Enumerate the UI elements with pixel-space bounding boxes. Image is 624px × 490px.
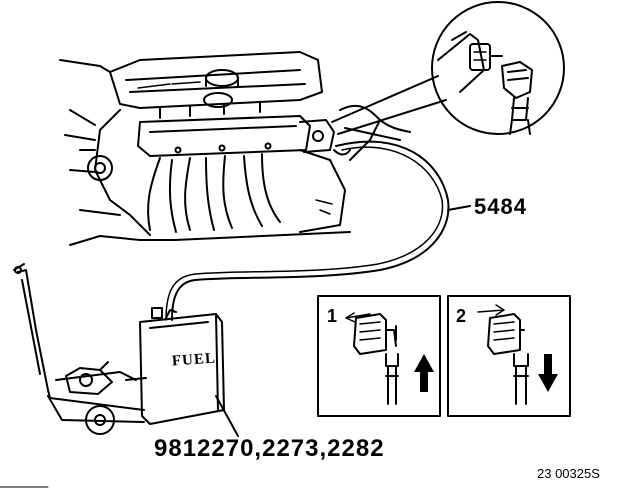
inset-leader-line-lower xyxy=(337,99,447,135)
inset-leader-line xyxy=(331,75,439,123)
tool-number-label: 5484 xyxy=(474,194,527,219)
step-two-number: 2 xyxy=(456,306,467,326)
part-numbers-label: 9812270,2273,2282 xyxy=(154,435,385,462)
drain-trolley xyxy=(13,263,147,435)
arrow-right-icon xyxy=(477,304,505,316)
step-one-panel xyxy=(317,295,441,417)
engine-illustration xyxy=(59,51,411,246)
figure-reference: 23 00325S xyxy=(537,466,600,481)
step-one-number: 1 xyxy=(327,306,338,326)
tool-number-leader xyxy=(447,205,471,211)
arrow-down-icon xyxy=(538,354,558,392)
fuel-container-text: FUEL xyxy=(171,350,217,370)
part-number-leader xyxy=(215,395,239,437)
arrow-left-icon xyxy=(345,312,371,323)
connector-detail-inset xyxy=(431,1,565,135)
step-two-panel xyxy=(447,295,571,417)
arrow-up-icon xyxy=(414,354,434,392)
drain-hose xyxy=(165,140,450,321)
